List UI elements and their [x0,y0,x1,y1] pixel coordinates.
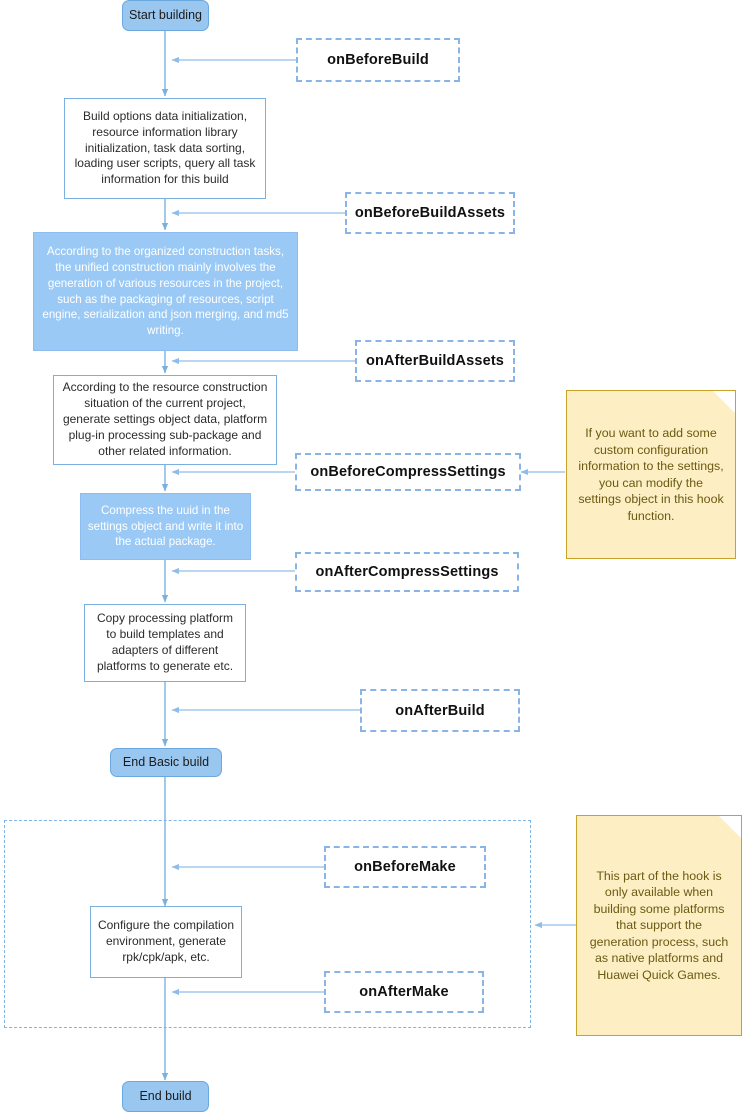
hook-on-before-build-assets[interactable]: onBeforeBuildAssets [345,192,515,234]
hook-label: onAfterBuild [395,702,485,719]
note-fold-corner-icon [719,816,741,838]
hook-label: onBeforeBuild [327,52,429,68]
node-generate-settings[interactable]: According to the resource construction s… [53,375,277,465]
node-label: End build [139,1088,192,1103]
node-build-options[interactable]: Build options data initialization, resou… [64,98,266,199]
note-fold-corner-icon [713,391,735,413]
note-settings-hook: If you want to add some custom configura… [566,390,736,559]
note-text: If you want to add some custom configura… [578,426,724,523]
node-label: According to the organized construction … [42,244,289,338]
hook-on-after-build-assets[interactable]: onAfterBuildAssets [355,340,515,382]
node-copy-platform[interactable]: Copy processing platform to build templa… [84,604,246,682]
node-label: Compress the uuid in the settings object… [87,503,244,549]
node-label: Configure the compilation environment, g… [97,918,235,964]
node-build-assets[interactable]: According to the organized construction … [33,232,298,351]
hook-label: onBeforeMake [354,859,456,875]
hook-label: onBeforeBuildAssets [354,205,506,221]
hook-label: onAfterBuildAssets [365,353,505,369]
node-label: Start building [129,7,202,22]
node-label: Build options data initialization, resou… [74,108,256,187]
node-compress-settings[interactable]: Compress the uuid in the settings object… [80,493,251,560]
node-start-building[interactable]: Start building [122,0,209,31]
hook-label: onAfterMake [359,984,449,1000]
note-make-hook: This part of the hook is only available … [576,815,742,1036]
node-label: Copy processing platform to build templa… [96,611,234,673]
node-end-build[interactable]: End build [122,1081,209,1112]
hook-on-after-make[interactable]: onAfterMake [324,971,484,1013]
hook-on-before-compress-settings[interactable]: onBeforeCompressSettings [295,453,521,491]
hook-label: onAfterCompressSettings [315,564,499,580]
node-end-basic-build[interactable]: End Basic build [110,748,222,777]
node-configure-compilation[interactable]: Configure the compilation environment, g… [90,906,242,978]
hook-on-before-build[interactable]: onBeforeBuild [296,38,460,82]
hook-label: onBeforeCompressSettings [310,464,506,480]
hook-on-before-make[interactable]: onBeforeMake [324,846,486,888]
node-label: End Basic build [122,754,210,769]
hook-on-after-build[interactable]: onAfterBuild [360,689,520,732]
hook-on-after-compress-settings[interactable]: onAfterCompressSettings [295,552,519,592]
make-phase-group [4,820,531,1028]
note-text: This part of the hook is only available … [589,868,729,982]
node-label: According to the resource construction s… [62,380,268,458]
